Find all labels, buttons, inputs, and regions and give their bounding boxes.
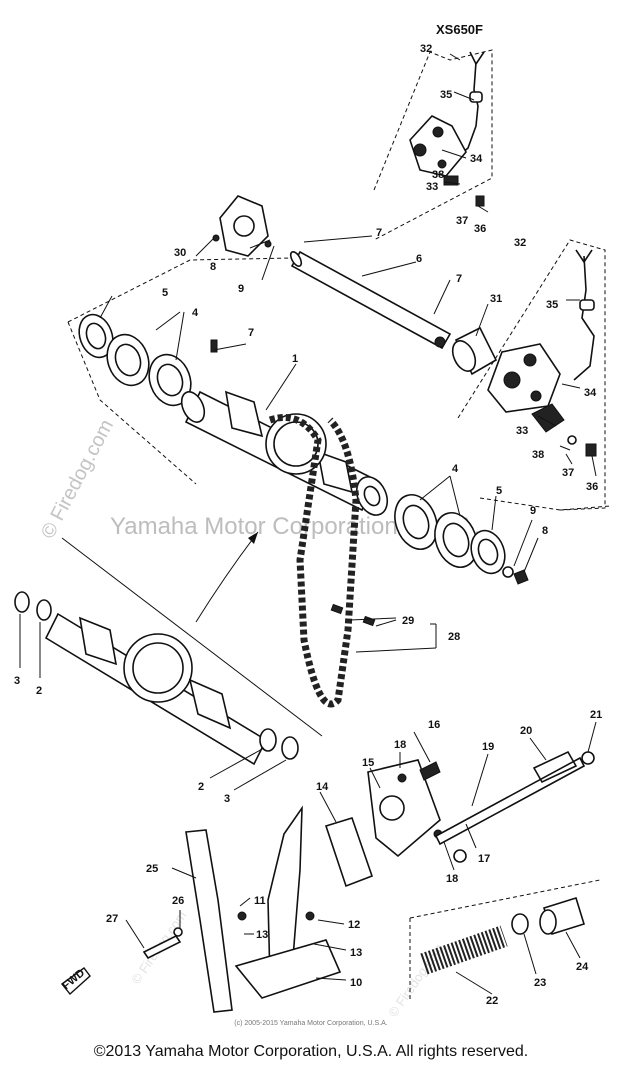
callout-5: 5 [162, 287, 168, 299]
callout-9: 9 [530, 505, 536, 517]
callout-1: 1 [292, 353, 298, 365]
callout-2: 2 [36, 685, 42, 697]
callout-8: 8 [210, 261, 216, 273]
callout-25: 25 [146, 863, 158, 875]
points-assembly-lower [487, 249, 597, 457]
callout-32: 32 [514, 237, 526, 249]
points-assembly-upper [409, 51, 485, 207]
callout-26: 26 [172, 895, 184, 907]
tensioner-rod [434, 750, 595, 846]
chain-guides [142, 805, 342, 1013]
callout-2: 2 [198, 781, 204, 793]
callout-36: 36 [586, 481, 598, 493]
camshaft-upper [180, 390, 389, 516]
callout-4: 4 [452, 463, 459, 475]
callout-7: 7 [248, 327, 254, 339]
callout-13: 13 [350, 947, 362, 959]
seal-and-bearings-left [78, 313, 218, 407]
callout-31: 31 [490, 293, 502, 305]
callout-38: 38 [532, 449, 544, 461]
callout-7: 7 [456, 273, 462, 285]
callout-13: 13 [256, 929, 268, 941]
callout-17: 17 [478, 853, 490, 865]
advancer-shaft [289, 250, 452, 350]
tensioner-spring-box [409, 879, 601, 919]
xs650f-box-lower [457, 239, 606, 511]
callout-3: 3 [224, 793, 230, 805]
callout-12: 12 [348, 919, 360, 931]
camshaft-box [67, 321, 197, 485]
bearing-31 [451, 326, 498, 376]
tensioner-spring [420, 896, 585, 975]
callout-15: 15 [362, 757, 374, 769]
callout-19: 19 [482, 741, 494, 753]
advancer-plate [212, 195, 272, 257]
copyright-notice: ©2013 Yamaha Motor Corporation, U.S.A. A… [93, 1043, 529, 1060]
callout-33: 33 [516, 425, 528, 437]
callout-3: 3 [14, 675, 20, 687]
callout-11: 11 [254, 895, 266, 907]
callout-21: 21 [590, 709, 602, 721]
camshaft-box [479, 497, 611, 511]
callout-27: 27 [106, 913, 118, 925]
callout-5: 5 [496, 485, 502, 497]
callout-34: 34 [584, 387, 597, 399]
small-copyright: (c) 2005-2015 Yamaha Motor Corporation, … [234, 1020, 388, 1027]
callout-24: 24 [576, 961, 589, 973]
callout-23: 23 [534, 977, 546, 989]
callout-18: 18 [446, 873, 458, 885]
callout-29: 29 [402, 615, 414, 627]
seal-and-bearings-right [394, 494, 529, 585]
callout-7: 7 [376, 227, 382, 239]
tensioner-housing [324, 759, 467, 888]
callout-18: 18 [394, 739, 406, 751]
callout-4: 4 [192, 307, 199, 319]
watermark-side: © Firedog.com [37, 416, 118, 542]
callout-14: 14 [316, 781, 329, 793]
callout-32: 32 [420, 43, 432, 55]
model-label: XS650F [436, 22, 483, 37]
callout-6: 6 [416, 253, 422, 265]
callout-34: 34 [470, 153, 483, 165]
callout-35: 35 [546, 299, 558, 311]
callout-22: 22 [486, 995, 498, 1007]
svg-text:FWD: FWD [60, 967, 87, 992]
callout-35: 35 [440, 89, 452, 101]
callout-30: 30 [174, 247, 186, 259]
callout-20: 20 [520, 725, 532, 737]
callout-10: 10 [350, 977, 362, 989]
leader-lines [19, 53, 597, 995]
fwd-arrow: FWD [60, 967, 91, 996]
callout-38: 38 [432, 169, 444, 181]
camshaft-lower [14, 591, 299, 766]
callout-16: 16 [428, 719, 440, 731]
callout-33: 33 [426, 181, 438, 193]
divider-line [61, 537, 323, 737]
callout-9: 9 [238, 283, 244, 295]
callout-8: 8 [542, 525, 548, 537]
callout-37: 37 [562, 467, 574, 479]
callout-37: 37 [456, 215, 468, 227]
callout-28: 28 [448, 631, 460, 643]
callout-36: 36 [474, 223, 486, 235]
assembly-arrow [195, 531, 259, 623]
